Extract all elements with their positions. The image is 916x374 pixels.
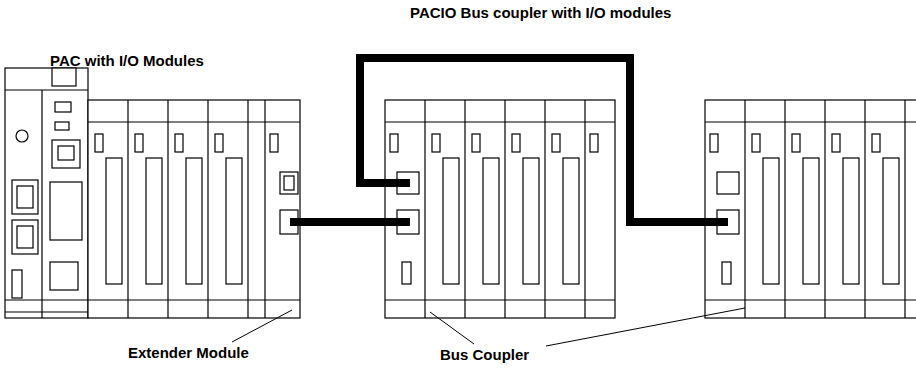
group-heading: PAC with I/O Modules <box>50 52 204 70</box>
leader-line <box>430 312 474 344</box>
leader-line <box>232 310 292 342</box>
ethernet-port <box>12 220 38 254</box>
part-name: Extender Module <box>128 344 249 362</box>
group-heading: PACIO Bus coupler with I/O modules <box>410 4 671 22</box>
part-name: Bus Coupler <box>440 346 529 364</box>
bus-coupler-rack <box>385 100 615 318</box>
coupler-port <box>717 172 739 194</box>
leader-line <box>546 308 745 346</box>
usb-port <box>55 102 71 112</box>
pac-controller <box>5 68 88 318</box>
extender-port <box>280 172 298 194</box>
terminal-connector <box>50 182 82 240</box>
pac-top-tab <box>52 68 76 86</box>
ethernet-port <box>52 140 80 168</box>
network-cable <box>360 58 728 222</box>
io-module-rack <box>88 100 300 318</box>
bus-coupler-rack <box>705 100 916 318</box>
ethernet-port <box>12 180 38 214</box>
power-connector <box>50 262 78 290</box>
pac-led <box>16 130 28 142</box>
network-cable <box>290 218 410 226</box>
